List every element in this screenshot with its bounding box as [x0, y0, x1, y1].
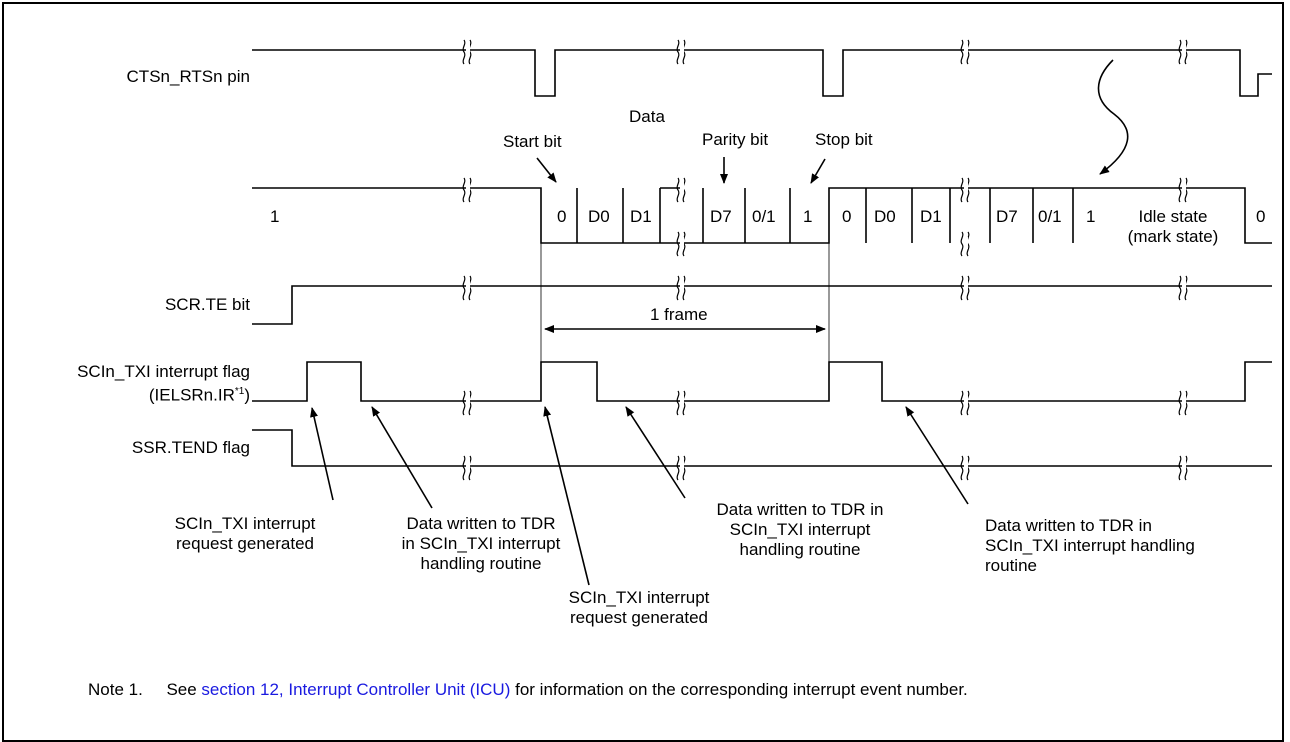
annotation-txi-request-2: SCIn_TXI interrupt request generated [568, 588, 710, 627]
annotation-tdr-write-1: Data written to TDR in SCIn_TXI interrup… [401, 514, 561, 573]
one-frame-label: 1 frame [650, 305, 708, 324]
annotation-txi-request-1: SCIn_TXI interrupt request generated [174, 514, 316, 553]
tend-waveform [252, 429, 1272, 467]
icu-section-link[interactable]: section 12, Interrupt Controller Unit (I… [201, 680, 511, 699]
bit-f1-stop: 1 [803, 207, 813, 226]
start-bit-label: Start bit [503, 132, 562, 151]
bit-f1-d1: D1 [630, 207, 652, 226]
bit-f2-d1: D1 [920, 207, 942, 226]
parity-bit-label: Parity bit [702, 130, 769, 149]
annotation-tdr-write-3: Data written to TDR in SCIn_TXI interrup… [985, 516, 1195, 575]
bit-f2-parity: 0/1 [1038, 207, 1062, 226]
bit-f1-parity: 0/1 [752, 207, 776, 226]
data-waveform [252, 187, 1272, 244]
idle-state-label: Idle state (mark state) [1127, 207, 1219, 246]
bit-f1-d0: D0 [588, 207, 610, 226]
txi-flag-waveform [252, 361, 1272, 402]
signal-label-txi-flag: SCIn_TXI interrupt flag (IELSRn.IR*1) [77, 362, 250, 405]
bit-f2-stop: 1 [1086, 207, 1096, 226]
wavy-arrow [1097, 59, 1129, 175]
stop-bit-label: Stop bit [815, 130, 873, 149]
bit-f2-d7: D7 [996, 207, 1018, 226]
signal-label-tend: SSR.TEND flag [131, 438, 250, 457]
signal-label-cts: CTSn_RTSn pin [126, 67, 250, 86]
bit-f2-start: 0 [842, 207, 852, 226]
annotation-tdr-write-2: Data written to TDR in SCIn_TXI interrup… [716, 500, 884, 559]
bit-idle-1: 1 [270, 207, 280, 226]
bit-next-start: 0 [1256, 207, 1266, 226]
scr-te-waveform [252, 285, 1272, 325]
data-label: Data [629, 107, 665, 126]
signal-label-scr-te: SCR.TE bit [164, 295, 250, 314]
bit-f2-d0: D0 [874, 207, 896, 226]
bit-f1-d7: D7 [710, 207, 732, 226]
footnote: Note 1. See section 12, Interrupt Contro… [88, 680, 968, 699]
cts-waveform [252, 49, 1272, 97]
bit-f1-start: 0 [557, 207, 567, 226]
